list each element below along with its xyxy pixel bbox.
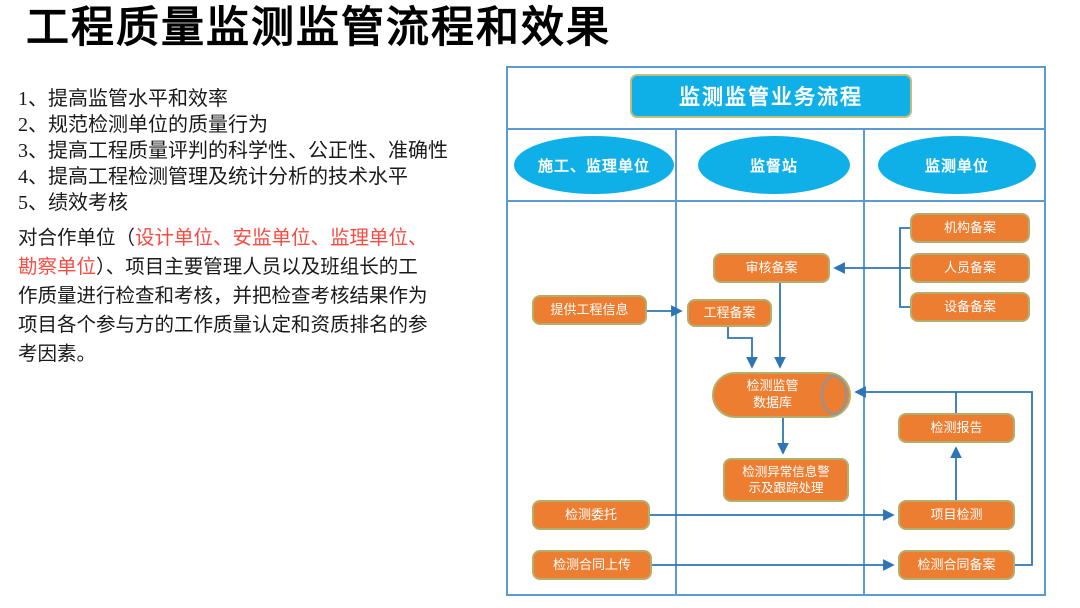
node-personnel-filing: 人员备案 (910, 253, 1030, 283)
node-project-testing: 项目检测 (898, 500, 1015, 530)
node-test-report: 检测报告 (898, 413, 1015, 443)
list-item-4: 4、提高工程检测管理及统计分析的技术水平 (18, 166, 408, 188)
flowchart-panel: 监测监管业务流程 施工、监理单位 监督站 监测单位 提供工程信息 检测委托 检测… (506, 66, 1046, 596)
node-abnormal-info-alert: 检测异常信息警 示及跟踪处理 (723, 458, 849, 502)
grid-line-vertical-2 (863, 128, 865, 594)
grid-line-horizontal-1 (508, 128, 1044, 130)
flowchart-title: 监测监管业务流程 (630, 74, 912, 118)
benefit-list: 1、提高监管水平和效率 2、规范检测单位的质量行为 3、提高工程质量评判的科学性… (18, 86, 448, 216)
list-item-1: 1、提高监管水平和效率 (18, 88, 228, 110)
slide-title: 工程质量监测监管流程和效果 (26, 4, 611, 52)
node-review-filing: 审核备案 (713, 253, 830, 283)
lane-construction-supervision-unit: 施工、监理单位 (514, 136, 674, 194)
lane-supervision-station: 监督站 (698, 136, 850, 194)
node-monitoring-database-cylinder: 检测监管 数据库 (712, 372, 851, 418)
paragraph-text-before: 对合作单位（ (18, 228, 136, 249)
node-institution-filing: 机构备案 (910, 213, 1030, 243)
node-provide-project-info: 提供工程信息 (532, 295, 647, 325)
connector-layer (647, 227, 1033, 571)
node-test-commission: 检测委托 (532, 500, 650, 530)
grid-line-vertical-1 (675, 128, 677, 594)
paragraph-text-after: ）、项目主要管理人员以及班组长的工作质量进行检查和考核，并把检查考核结果作为项目… (18, 257, 428, 365)
lane-monitoring-unit: 监测单位 (878, 136, 1036, 194)
list-item-3: 3、提高工程质量评判的科学性、公正性、准确性 (18, 140, 448, 162)
node-test-contract-filing: 检测合同备案 (898, 550, 1015, 580)
node-project-filing: 工程备案 (687, 299, 772, 327)
list-item-2: 2、规范检测单位的质量行为 (18, 114, 268, 136)
node-equipment-filing: 设备备案 (910, 292, 1030, 322)
node-test-contract-upload: 检测合同上传 (532, 550, 652, 580)
assessment-paragraph: 对合作单位（设计单位、安监单位、监理单位、勘察单位）、项目主要管理人员以及班组长… (18, 224, 434, 369)
paragraph-red-text: 设计单位、安监单位、监理单位、勘察单位 (18, 228, 428, 278)
grid-line-horizontal-2 (508, 200, 1044, 202)
list-item-5: 5、绩效考核 (18, 192, 128, 214)
